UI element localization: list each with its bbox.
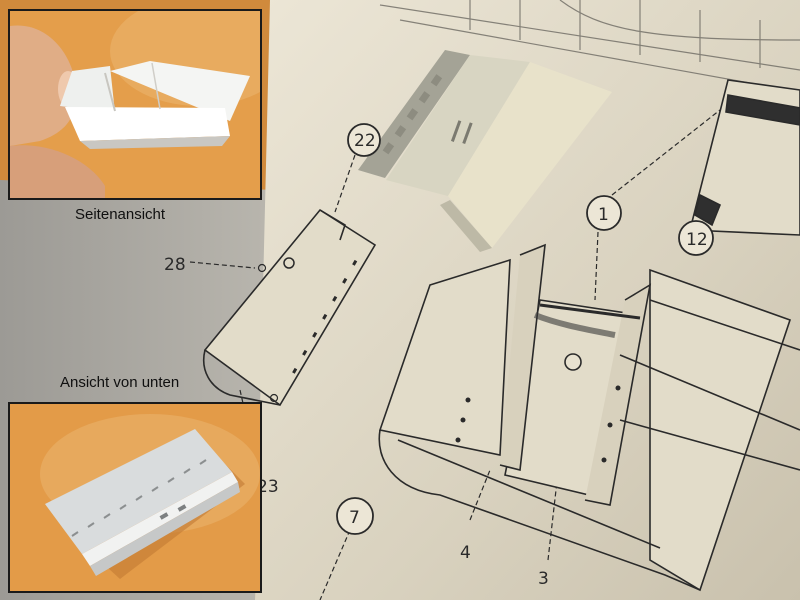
callout-4: 4 — [460, 543, 471, 563]
flap-hinge-marks — [257, 257, 358, 403]
top-rib-drawing — [379, 0, 800, 93]
callout-23: 23 — [257, 477, 279, 497]
callout-circles — [336, 123, 714, 535]
flap-drawing-22 — [203, 208, 377, 407]
callout-22: 22 — [354, 131, 376, 151]
callout-3: 3 — [538, 569, 549, 589]
callout-1: 1 — [598, 205, 609, 225]
callout-28: 28 — [164, 255, 186, 275]
callout-12: 12 — [686, 230, 708, 250]
bay-drawing-12 — [688, 79, 800, 236]
side-view-inset — [8, 9, 262, 200]
bottom-view-photo — [10, 404, 260, 591]
wing-rivet-holes — [455, 385, 621, 463]
side-view-caption: Seitenansicht — [75, 206, 166, 223]
bottom-view-caption: Ansicht von unten — [60, 374, 180, 391]
bottom-view-inset — [8, 402, 262, 593]
resin-flap-part — [358, 50, 612, 252]
wing-section-drawing — [378, 243, 800, 592]
side-view-photo — [10, 11, 260, 198]
callout-7: 7 — [349, 508, 360, 528]
